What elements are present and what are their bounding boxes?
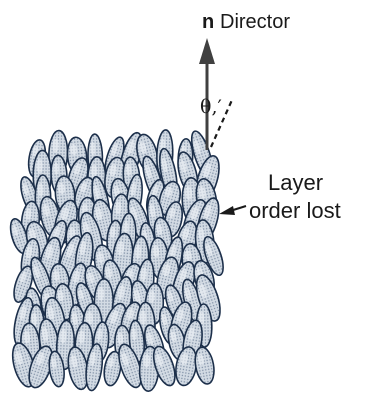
- tilt-angle-label: θ,′: [200, 98, 222, 117]
- annotation-arrow-icon: [219, 206, 246, 215]
- director-vector-symbol: n: [202, 12, 214, 32]
- annotation-line-1: Layer: [268, 172, 323, 194]
- annotation-line-2: order lost: [249, 200, 341, 222]
- molecule-cluster: [7, 129, 227, 392]
- molecule-ellipse: [193, 346, 217, 386]
- director-label: Director: [220, 12, 290, 32]
- director-arrow-icon: [199, 38, 215, 150]
